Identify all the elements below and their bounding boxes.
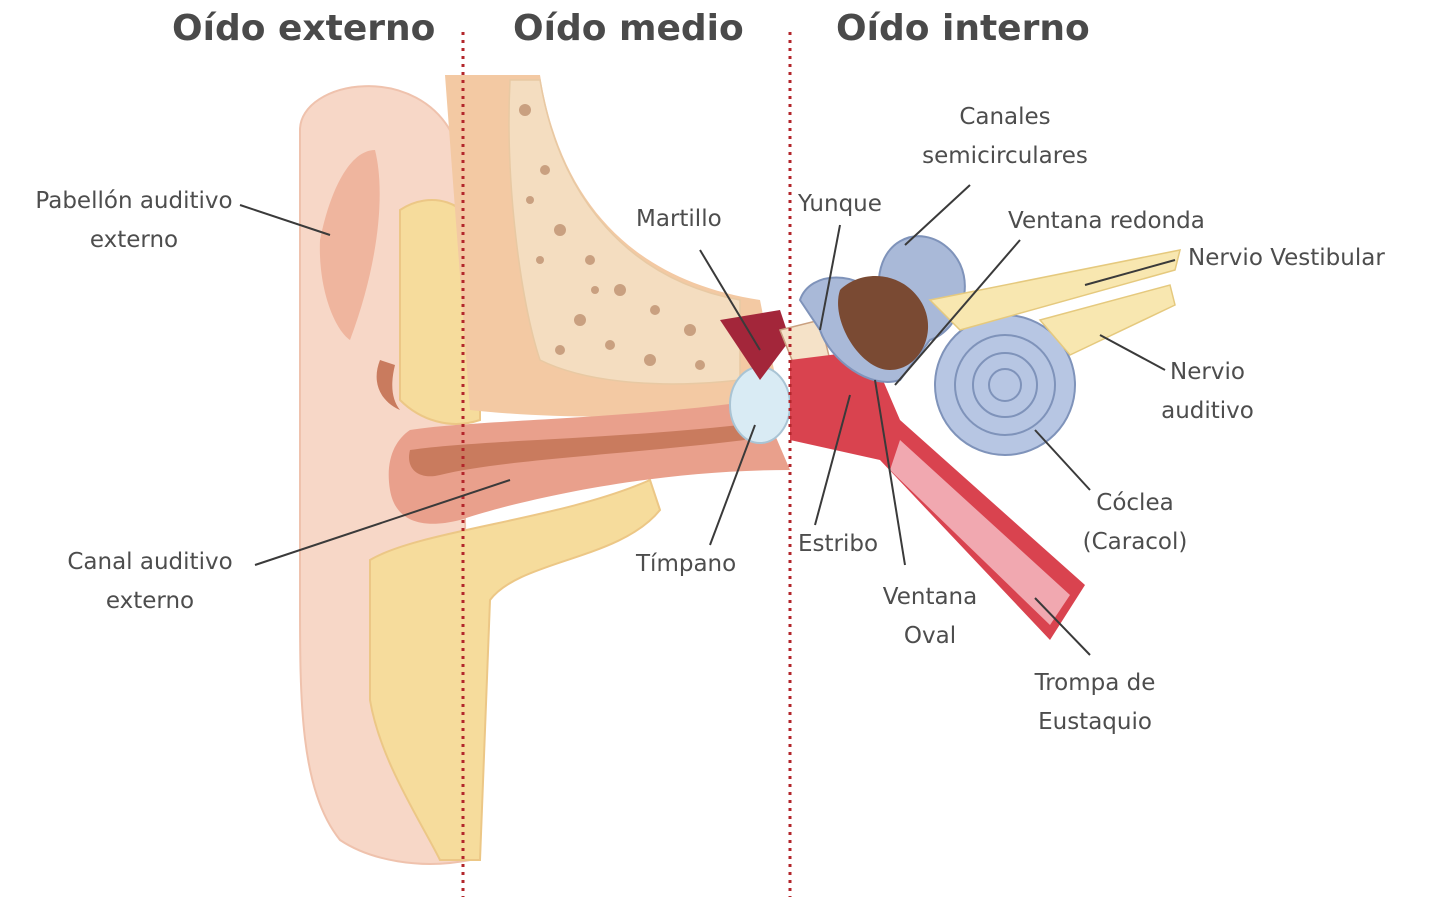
label-ventana-redonda: Ventana redonda	[1008, 202, 1205, 241]
label-coclea: Cóclea(Caracol)	[1070, 484, 1200, 562]
label-yunque: Yunque	[798, 185, 882, 224]
header-outer-ear: Oído externo	[172, 8, 435, 49]
header-inner-ear: Oído interno	[836, 8, 1090, 49]
label-martillo: Martillo	[636, 200, 722, 239]
label-estribo: Estribo	[798, 525, 878, 564]
header-middle-ear: Oído medio	[513, 8, 744, 49]
label-timpano: Tímpano	[636, 545, 736, 584]
label-nervio-vestibular: Nervio Vestibular	[1188, 239, 1385, 278]
